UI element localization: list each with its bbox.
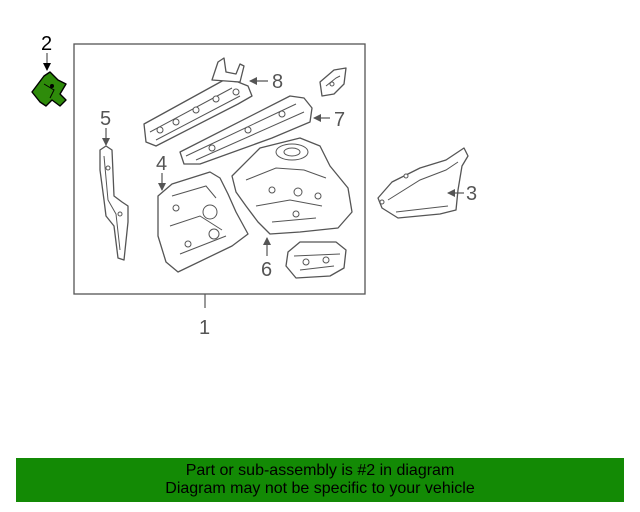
lower-bracket bbox=[285, 241, 347, 279]
info-banner: Part or sub-assembly is #2 in diagram Di… bbox=[16, 458, 624, 502]
callout-8: 8 bbox=[272, 71, 283, 93]
part-6-tower bbox=[231, 137, 353, 235]
callout-3: 3 bbox=[466, 183, 477, 205]
callout-7: 7 bbox=[334, 109, 345, 131]
assembly-frame bbox=[73, 43, 366, 295]
part-5-pillar bbox=[99, 145, 129, 261]
callout-4: 4 bbox=[156, 153, 167, 175]
part-8-rail bbox=[143, 57, 253, 147]
callout-2: 2 bbox=[41, 33, 52, 55]
part-3-shield bbox=[377, 147, 469, 219]
part-2-highlighted[interactable] bbox=[31, 71, 67, 107]
callout-6: 6 bbox=[261, 259, 272, 281]
part-4-apron bbox=[157, 171, 249, 273]
callout-1: 1 bbox=[199, 317, 210, 339]
part-7-rail bbox=[179, 95, 313, 165]
small-bracket bbox=[319, 67, 347, 97]
callout-5: 5 bbox=[100, 108, 111, 130]
banner-line-2: Diagram may not be specific to your vehi… bbox=[165, 480, 475, 497]
banner-line-1: Part or sub-assembly is #2 in diagram bbox=[185, 462, 455, 479]
